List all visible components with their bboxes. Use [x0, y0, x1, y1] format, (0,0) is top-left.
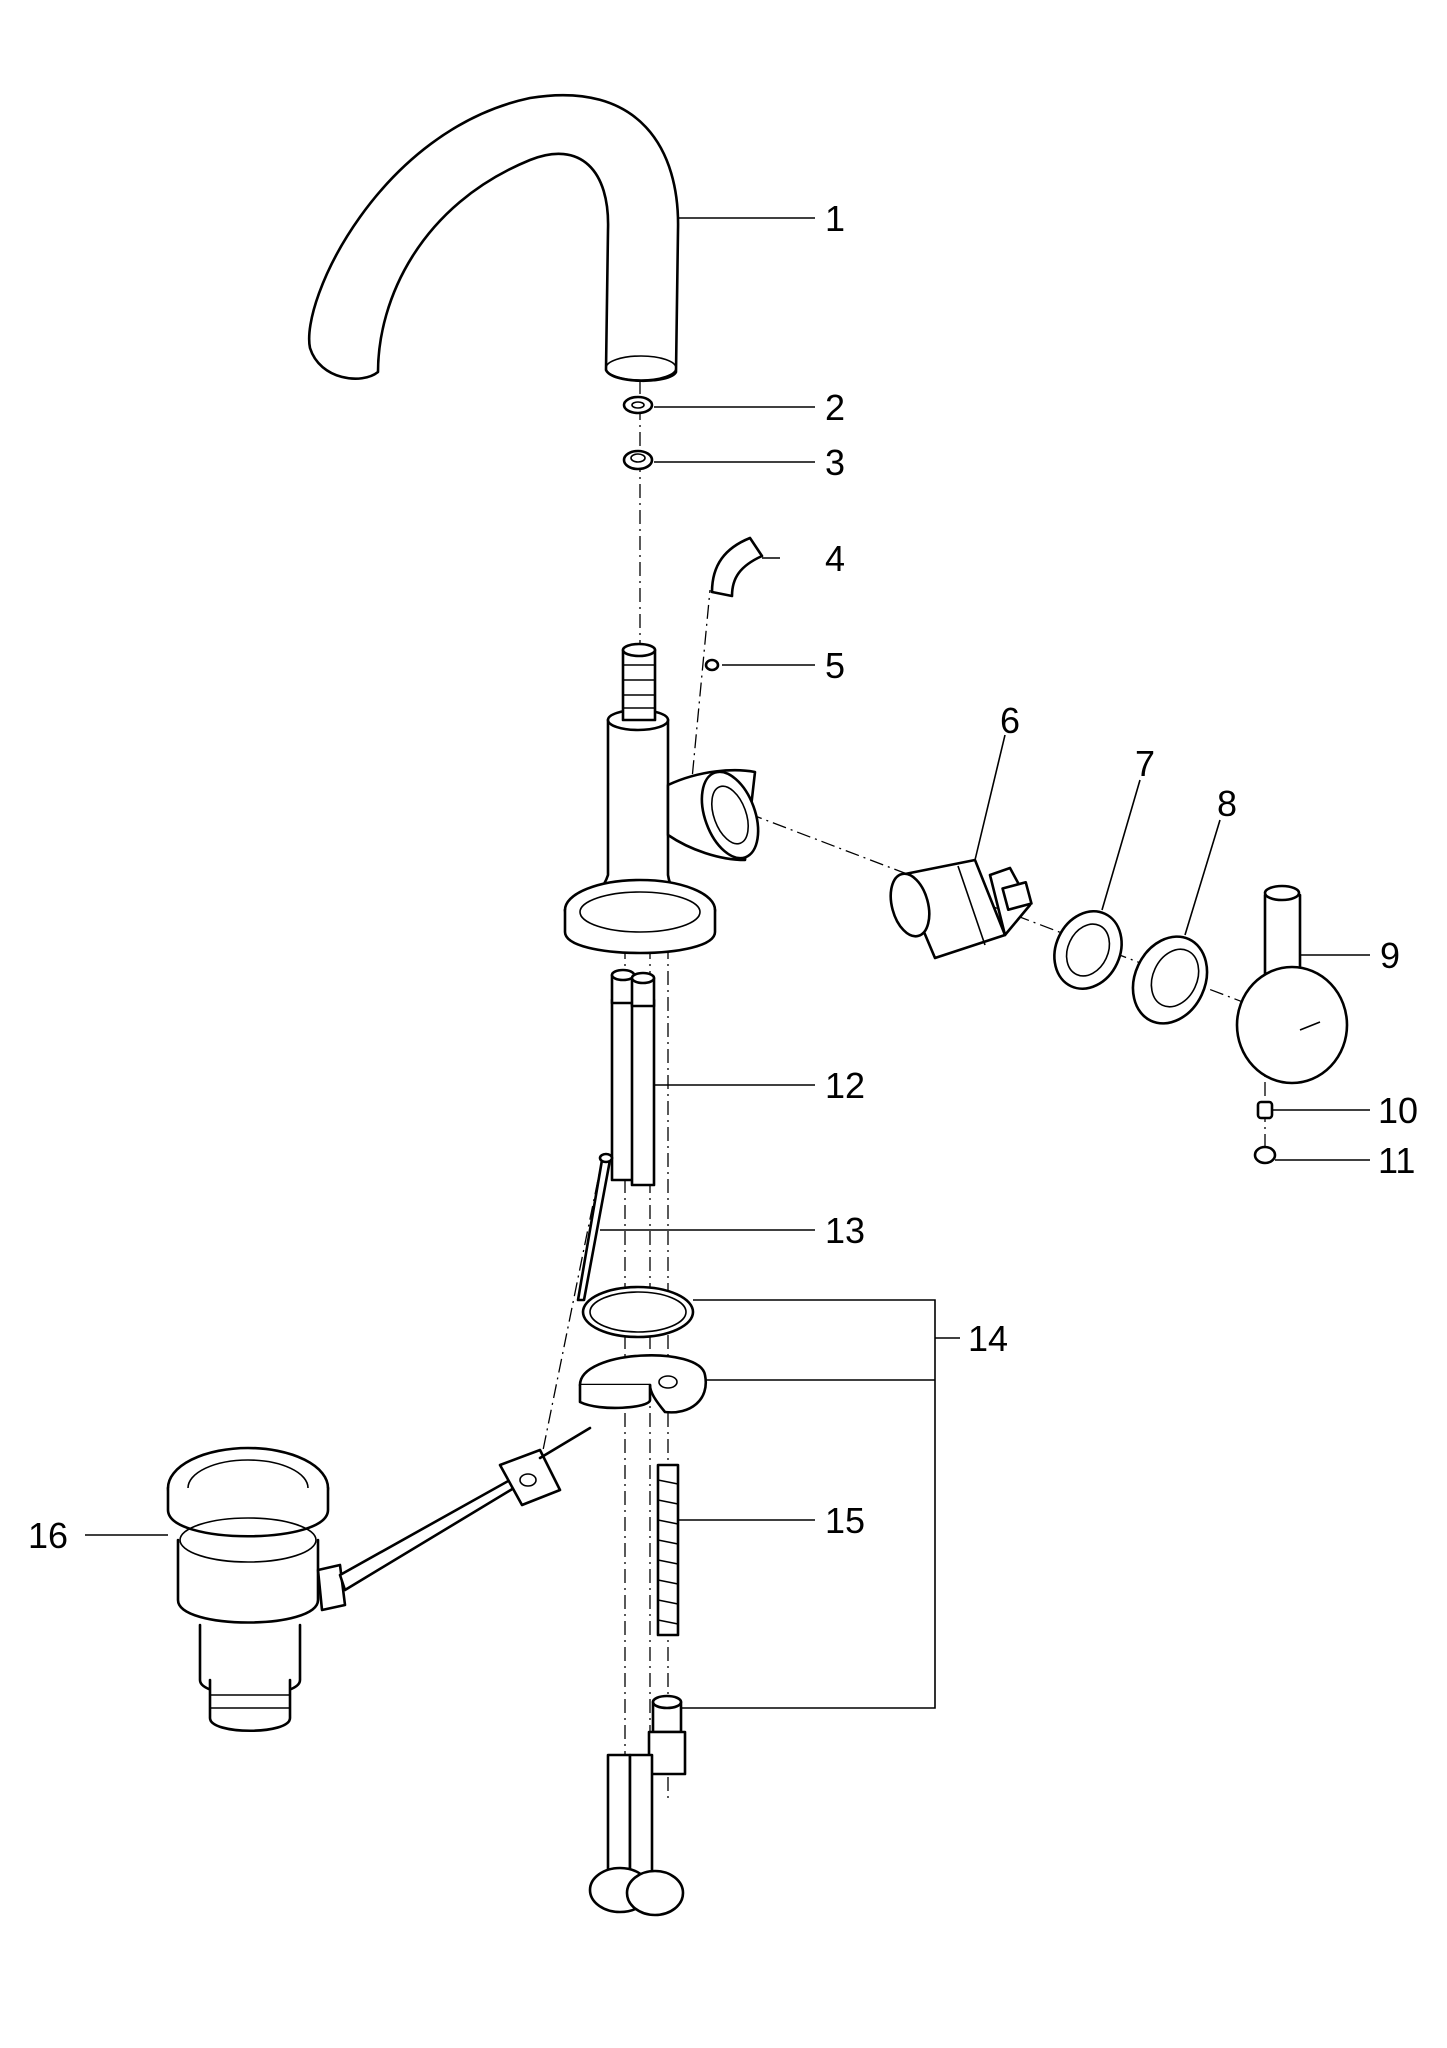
callout-12: 12	[825, 1065, 865, 1106]
callout-13: 13	[825, 1210, 865, 1251]
callout-11: 11	[1378, 1140, 1415, 1181]
callout-labels: 1 2 3 4 5 6 7 8 9 10 11 12 13 14 15 16	[28, 198, 1418, 1556]
lift-rod	[576, 1152, 614, 1302]
callout-1: 1	[825, 198, 845, 239]
callout-14: 14	[968, 1318, 1008, 1359]
aerator-tube	[710, 536, 764, 598]
supply-hoses	[610, 968, 656, 1187]
pop-up-drain	[166, 1426, 592, 1732]
callout-10: 10	[1378, 1090, 1418, 1131]
threaded-stem	[621, 642, 657, 722]
threaded-rod	[656, 1463, 680, 1637]
callout-6: 6	[1000, 700, 1020, 741]
cartridge	[889, 858, 1033, 960]
callout-4: 4	[825, 538, 845, 579]
callout-5: 5	[825, 645, 845, 686]
pivot-clip	[498, 1426, 592, 1507]
horseshoe-washer	[578, 1354, 708, 1414]
indicator-cap	[1253, 1145, 1277, 1165]
leader-lines	[85, 217, 1370, 1709]
mounting-kit	[578, 1285, 708, 1776]
spout	[307, 93, 680, 383]
callout-16: 16	[28, 1515, 68, 1556]
hose-connectors	[588, 1753, 685, 1917]
retaining-ring	[622, 395, 654, 415]
cover-ring	[1131, 935, 1209, 1025]
callout-8: 8	[1217, 783, 1237, 824]
callout-2: 2	[825, 387, 845, 428]
faucet-body	[563, 642, 760, 955]
callout-15: 15	[825, 1500, 865, 1541]
lever-handle	[1235, 884, 1349, 1085]
o-ring-small	[622, 449, 654, 471]
callout-7: 7	[1135, 743, 1155, 784]
gasket-ring	[581, 1285, 695, 1339]
retaining-nut	[1053, 910, 1123, 990]
small-seal	[704, 658, 720, 672]
set-screw	[1256, 1100, 1274, 1120]
callout-3: 3	[825, 442, 845, 483]
callout-9: 9	[1380, 935, 1400, 976]
mounting-nut	[647, 1694, 687, 1776]
